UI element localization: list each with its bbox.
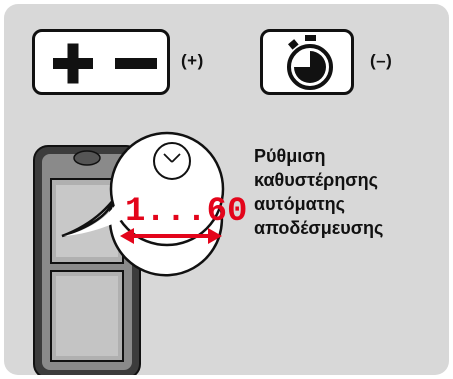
description-line: καθυστέρησης: [254, 168, 449, 192]
device-keypad-inner: [56, 276, 118, 356]
description-line: αυτόματης: [254, 192, 449, 216]
description-line: Ρύθμιση: [254, 144, 449, 168]
description-line: αποδέσμευσης: [254, 216, 449, 240]
function-description: Ρύθμιση καθυστέρησης αυτόματης αποδέσμευ…: [254, 144, 449, 240]
diagram-panel: (+) (–) 1...60: [4, 4, 449, 375]
callout-display-text: 1...60: [125, 193, 247, 231]
device-sensor: [74, 151, 100, 165]
